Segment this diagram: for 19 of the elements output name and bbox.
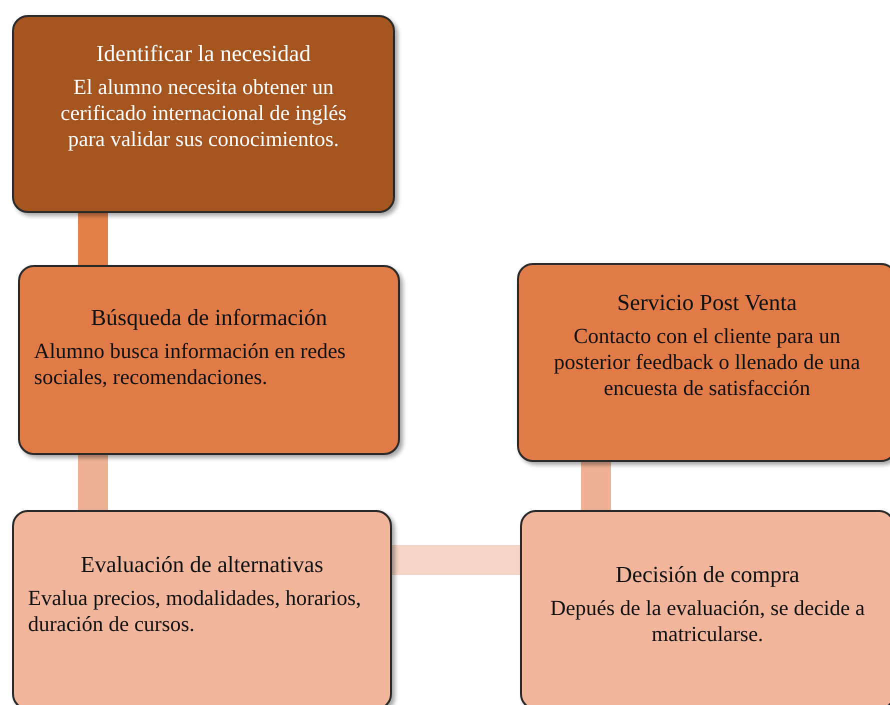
step-description: Evalua precios, modalidades, horarios, duración de cursos. bbox=[28, 586, 362, 638]
process-box bbox=[12, 510, 392, 705]
process-box bbox=[12, 15, 395, 213]
step-title: Decisión de compra bbox=[614, 562, 800, 588]
step-title: Servicio Post Venta bbox=[616, 290, 798, 316]
connector bbox=[392, 545, 520, 575]
step-title: Identificar la necesidad bbox=[95, 41, 312, 68]
step-title: Evaluación de alternativas bbox=[80, 552, 324, 578]
step-description: Contacto con el cliente para un posterior feedback o llenado de una encuesta de satisfacción bbox=[552, 324, 862, 402]
step-description: Depués de la evaluación, se decide a matricularse. bbox=[549, 596, 866, 648]
connector bbox=[78, 213, 108, 265]
process-box bbox=[520, 510, 890, 705]
process-box bbox=[18, 265, 400, 455]
process-box bbox=[517, 263, 890, 462]
step-description: El alumno necesita obtener un cerificado internacional de inglés para validar sus conocimientos. bbox=[60, 75, 348, 153]
step-title: Búsqueda de información bbox=[90, 305, 328, 332]
connector bbox=[581, 462, 611, 510]
step-description: Alumno busca información en redes sociales, recomendaciones. bbox=[34, 339, 347, 392]
connector bbox=[78, 455, 108, 510]
